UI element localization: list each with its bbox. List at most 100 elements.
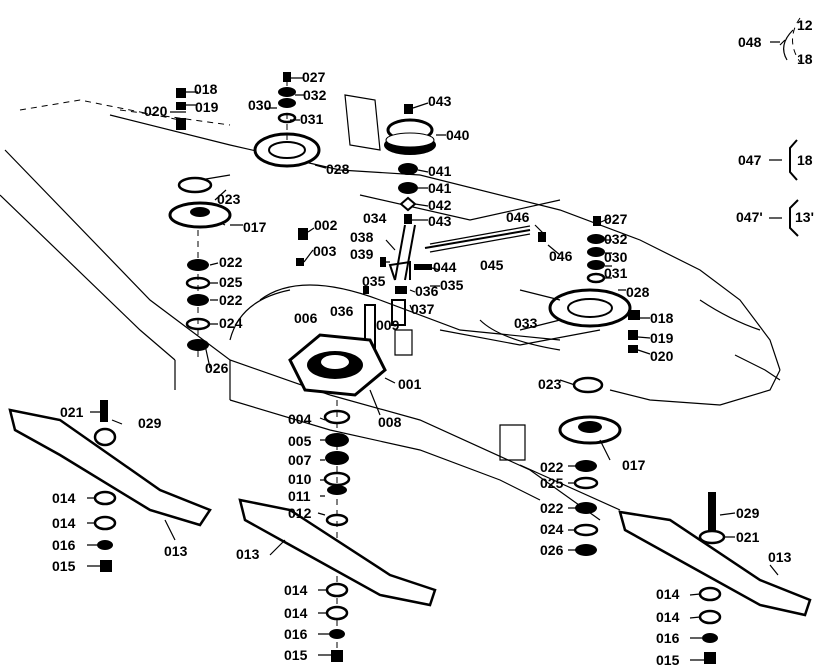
label-031: 031 — [604, 265, 628, 281]
belt-size-12: 12 — [797, 17, 813, 33]
label-018: 018 — [194, 81, 218, 97]
label-030: 030 — [248, 97, 272, 113]
label-007: 007 — [288, 452, 312, 468]
label-041: 041 — [428, 180, 452, 196]
label-020: 020 — [144, 103, 168, 119]
label-010: 010 — [288, 471, 312, 487]
label-016: 016 — [284, 626, 308, 642]
label-014: 014 — [52, 515, 76, 531]
belt-size-13: 13' — [795, 209, 814, 225]
label-014: 014 — [656, 586, 680, 602]
label-031: 031 — [300, 111, 324, 127]
label-011: 011 — [288, 488, 311, 504]
label-006: 006 — [294, 310, 318, 326]
label-013: 013 — [236, 546, 260, 562]
label-025: 025 — [219, 274, 243, 290]
label-048: 048 — [738, 34, 762, 50]
label-045: 045 — [480, 257, 504, 273]
center-spindle-assembly — [288, 333, 387, 650]
blade-right — [618, 492, 812, 664]
label-016: 016 — [52, 537, 76, 553]
callout-labels: 018 020 019 027 032 030 031 043 040 028 … — [52, 17, 814, 668]
label-047-prime: 047' — [736, 209, 763, 225]
label-019: 019 — [650, 330, 674, 346]
label-034: 034 — [363, 210, 387, 226]
label-042: 042 — [428, 197, 452, 213]
label-022: 022 — [540, 500, 564, 516]
label-027: 027 — [302, 69, 326, 85]
label-016: 016 — [656, 630, 680, 646]
left-spindle-assembly — [168, 88, 232, 360]
label-015: 015 — [52, 558, 76, 574]
label-043: 043 — [428, 93, 452, 109]
right-spindle-assembly — [499, 376, 622, 556]
label-008: 008 — [378, 414, 402, 430]
label-015: 015 — [656, 652, 680, 668]
center-top-pulley — [253, 72, 321, 168]
label-013: 013 — [164, 543, 188, 559]
label-003: 003 — [313, 243, 337, 259]
label-018: 018 — [650, 310, 674, 326]
mower-deck — [0, 94, 781, 521]
label-014: 014 — [52, 490, 76, 506]
label-022: 022 — [219, 254, 243, 270]
label-005: 005 — [288, 433, 312, 449]
label-022: 022 — [540, 459, 564, 475]
label-030: 030 — [604, 249, 628, 265]
tension-spring — [296, 225, 546, 356]
label-046: 046 — [549, 248, 573, 264]
label-029: 029 — [736, 505, 760, 521]
label-037: 037 — [411, 301, 435, 317]
label-014: 014 — [656, 609, 680, 625]
label-014: 014 — [284, 582, 308, 598]
label-032: 032 — [303, 87, 327, 103]
label-029: 029 — [138, 415, 162, 431]
label-040: 040 — [446, 127, 470, 143]
label-009: 009 — [376, 317, 400, 333]
label-002: 002 — [314, 217, 338, 233]
label-023: 023 — [217, 191, 241, 207]
label-041: 041 — [428, 163, 452, 179]
label-013: 013 — [768, 549, 792, 565]
idler-pulley-040 — [384, 104, 436, 281]
label-035: 035 — [440, 277, 464, 293]
label-043: 043 — [428, 213, 452, 229]
leader-lines — [87, 41, 782, 661]
label-017: 017 — [243, 219, 267, 235]
label-004: 004 — [288, 411, 312, 427]
label-026: 026 — [540, 542, 564, 558]
label-014: 014 — [284, 605, 308, 621]
label-025: 025 — [540, 475, 564, 491]
label-024: 024 — [540, 521, 564, 537]
label-026: 026 — [205, 360, 229, 376]
label-035: 035 — [362, 273, 386, 289]
right-pulley-028 — [519, 216, 640, 353]
label-017: 017 — [622, 457, 646, 473]
label-019: 019 — [195, 99, 219, 115]
belt-size-18: 18 — [797, 51, 813, 67]
label-001: 001 — [398, 376, 422, 392]
label-021: 021 — [60, 404, 84, 420]
belt-variants — [779, 17, 801, 237]
label-022: 022 — [219, 292, 243, 308]
label-028: 028 — [326, 161, 350, 177]
label-039: 039 — [350, 246, 374, 262]
label-047: 047 — [738, 152, 762, 168]
label-032: 032 — [604, 231, 628, 247]
label-038: 038 — [350, 229, 374, 245]
label-033: 033 — [514, 315, 538, 331]
label-046: 046 — [506, 209, 530, 225]
label-020: 020 — [650, 348, 674, 364]
belt-size-18: 18 — [797, 152, 813, 168]
label-036: 036 — [330, 303, 354, 319]
label-015: 015 — [284, 647, 308, 663]
label-036: 036 — [415, 283, 439, 299]
label-024: 024 — [219, 315, 243, 331]
label-044: 044 — [433, 259, 457, 275]
label-021: 021 — [736, 529, 760, 545]
label-028: 028 — [626, 284, 650, 300]
label-023: 023 — [538, 376, 562, 392]
label-027: 027 — [604, 211, 628, 227]
label-012: 012 — [288, 505, 312, 521]
